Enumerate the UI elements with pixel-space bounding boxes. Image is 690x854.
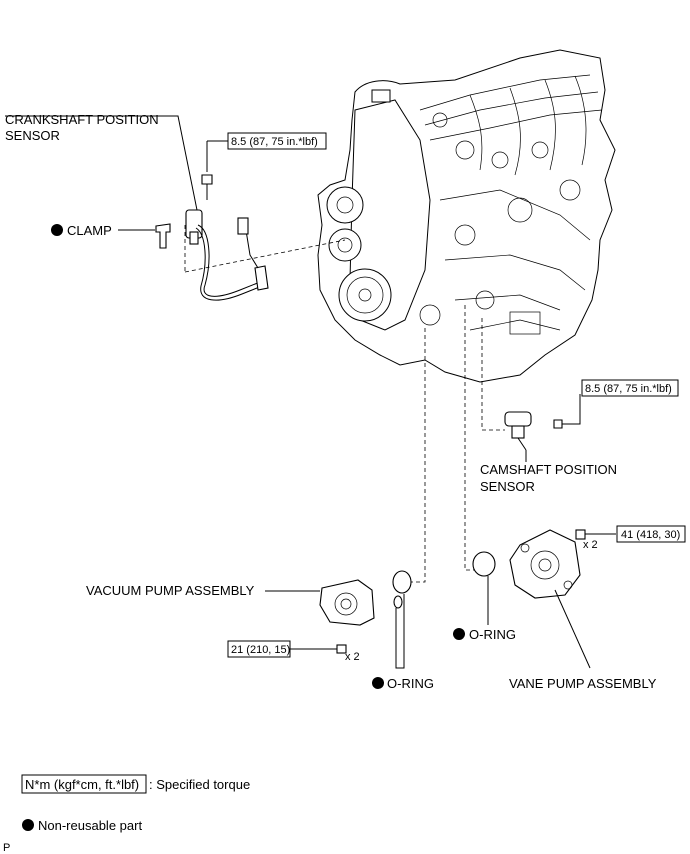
- o-ring-left-label: O-RING: [387, 676, 434, 691]
- svg-text:41 (418, 30): 41 (418, 30): [621, 529, 680, 541]
- nonreusable-dot-icon: [453, 628, 465, 640]
- crankshaft-label-line2: SENSOR: [5, 128, 60, 143]
- nonreusable-dot-icon: [372, 677, 384, 689]
- nonreusable-dot-icon: [22, 819, 34, 831]
- vane-pump-part: [509, 529, 616, 669]
- nonreusable-dot-icon: [51, 224, 63, 236]
- legend-torque-desc: : Specified torque: [149, 777, 250, 792]
- vacuum-pump-part: [265, 579, 375, 654]
- svg-text:21 (210, 15): 21 (210, 15): [231, 644, 290, 656]
- torque-cam-bolt: 8.5 (87, 75 in.*lbf): [581, 379, 679, 397]
- vacuum-nut-quantity: x 2: [345, 651, 360, 663]
- torque-vacuum-nut: 21 (210, 15) x 2: [227, 640, 360, 663]
- torque-vane-nut: 41 (418, 30) x 2: [583, 525, 686, 551]
- figure-code: P: [3, 842, 10, 854]
- legend-nonreusable: Non-reusable part: [38, 818, 142, 833]
- svg-text:8.5 (87, 75 in.*lbf): 8.5 (87, 75 in.*lbf): [231, 136, 318, 148]
- svg-text:8.5 (87, 75 in.*lbf): 8.5 (87, 75 in.*lbf): [585, 383, 672, 395]
- crankshaft-label-line1: CRANKSHAFT POSITION: [5, 112, 159, 127]
- camshaft-position-sensor: [504, 394, 581, 451]
- o-ring-right-label: O-RING: [469, 627, 516, 642]
- clamp-label: CLAMP: [67, 223, 112, 238]
- vane-pump-o-ring: [472, 551, 496, 625]
- assembly-guide-lines: [184, 225, 505, 583]
- vacuum-pump-o-rings: [392, 570, 412, 669]
- camshaft-label-line2: SENSOR: [480, 479, 535, 494]
- camshaft-label-line1: CAMSHAFT POSITION: [480, 462, 617, 477]
- vane-pump-label: VANE PUMP ASSEMBLY: [509, 676, 657, 691]
- vacuum-pump-label: VACUUM PUMP ASSEMBLY: [86, 583, 255, 598]
- legend-torque-unit: N*m (kgf*cm, ft.*lbf): [25, 777, 139, 792]
- engine-illustration: [317, 49, 616, 383]
- vane-nut-quantity: x 2: [583, 539, 598, 551]
- legend: N*m (kgf*cm, ft.*lbf) : Specified torque…: [21, 774, 250, 833]
- clamp-part: [118, 223, 171, 249]
- crankshaft-position-sensor: [5, 115, 269, 301]
- torque-crank-bolt: 8.5 (87, 75 in.*lbf): [207, 132, 327, 150]
